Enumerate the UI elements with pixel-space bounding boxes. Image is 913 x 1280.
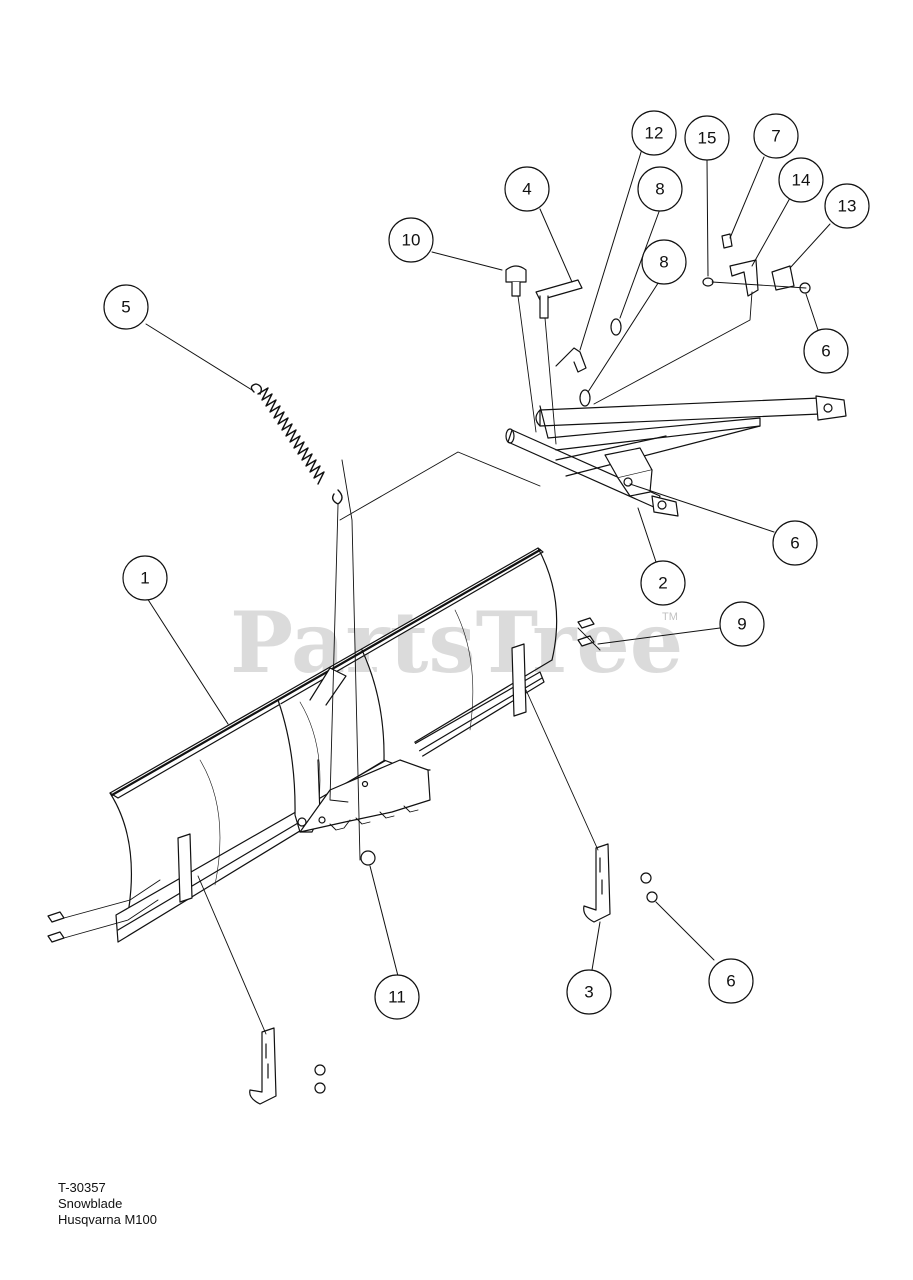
callout-12: 12: [631, 110, 677, 156]
center-mount-bracket: [277, 649, 431, 833]
callout-11: 11: [374, 974, 420, 1020]
bolt: [721, 233, 733, 249]
watermark-text: PartsTree: [230, 593, 683, 692]
callout-5: 5: [103, 284, 149, 330]
svg-text:11: 11: [388, 988, 406, 1007]
clevis-pin: [505, 265, 527, 297]
watermark: PartsTree TM: [230, 593, 683, 692]
callout-8: 8: [641, 239, 687, 285]
svg-text:15: 15: [698, 129, 717, 148]
model-name: Husqvarna M100: [58, 1212, 157, 1227]
hex-nut: [360, 850, 376, 866]
svg-text:6: 6: [790, 534, 799, 553]
clip-bracket: [771, 265, 795, 291]
hair-pin: [555, 347, 587, 373]
callout-8: 8: [637, 166, 683, 212]
hex-nut: [623, 477, 633, 487]
drawing-number: T-30357: [58, 1180, 106, 1195]
o-ring: [610, 318, 622, 336]
callout-9: 9: [719, 601, 765, 647]
callout-6: 6: [803, 328, 849, 374]
callouts: 1 2 3 4 5 6 6 6 6 7 8 8 9 10 11 12 13 14…: [103, 110, 870, 1020]
hitch-pin: [535, 279, 583, 319]
hex-nut: [646, 891, 658, 903]
push-frame: [505, 395, 847, 517]
carriage-bolt: [47, 931, 65, 943]
callout-15: 15: [684, 115, 730, 161]
svg-text:5: 5: [121, 298, 130, 317]
svg-text:10: 10: [402, 231, 421, 250]
assembly-name: Snowblade: [58, 1196, 123, 1211]
o-ring: [579, 389, 591, 407]
callout-3: 3: [566, 969, 612, 1015]
callout-10: 10: [388, 217, 434, 263]
callout-4: 4: [504, 166, 550, 212]
callout-6: 6: [708, 958, 754, 1004]
lock-washer: [702, 277, 714, 287]
svg-text:12: 12: [645, 124, 664, 143]
svg-text:1: 1: [140, 569, 149, 588]
svg-text:6: 6: [821, 342, 830, 361]
svg-text:9: 9: [737, 615, 746, 634]
callout-7: 7: [753, 113, 799, 159]
callout-14: 14: [778, 157, 824, 203]
callout-2: 2: [640, 560, 686, 606]
drawing-caption: T-30357 Snowblade Husqvarna M100: [58, 1180, 157, 1228]
skid-shoes: [177, 643, 611, 1105]
callout-13: 13: [824, 183, 870, 229]
hex-nut: [314, 1064, 326, 1076]
svg-text:13: 13: [838, 197, 857, 216]
extension-spring: [250, 383, 343, 505]
svg-text:4: 4: [522, 180, 531, 199]
svg-text:14: 14: [792, 171, 811, 190]
svg-text:7: 7: [771, 127, 780, 146]
svg-text:6: 6: [726, 972, 735, 991]
hex-nut: [314, 1082, 326, 1094]
hardware: [47, 233, 811, 1094]
bracket: [729, 259, 759, 297]
svg-text:8: 8: [655, 180, 664, 199]
carriage-bolt: [577, 617, 595, 629]
callout-1: 1: [122, 555, 168, 601]
assembly-lines: [63, 281, 807, 1035]
watermark-tm: TM: [662, 611, 678, 623]
hex-nut: [640, 872, 652, 884]
svg-text:8: 8: [659, 253, 668, 272]
carriage-bolt: [47, 911, 65, 923]
callout-6: 6: [772, 520, 818, 566]
svg-text:3: 3: [584, 983, 593, 1002]
svg-text:2: 2: [658, 574, 667, 593]
carriage-bolt: [577, 635, 595, 647]
leader-lines: [145, 148, 831, 977]
